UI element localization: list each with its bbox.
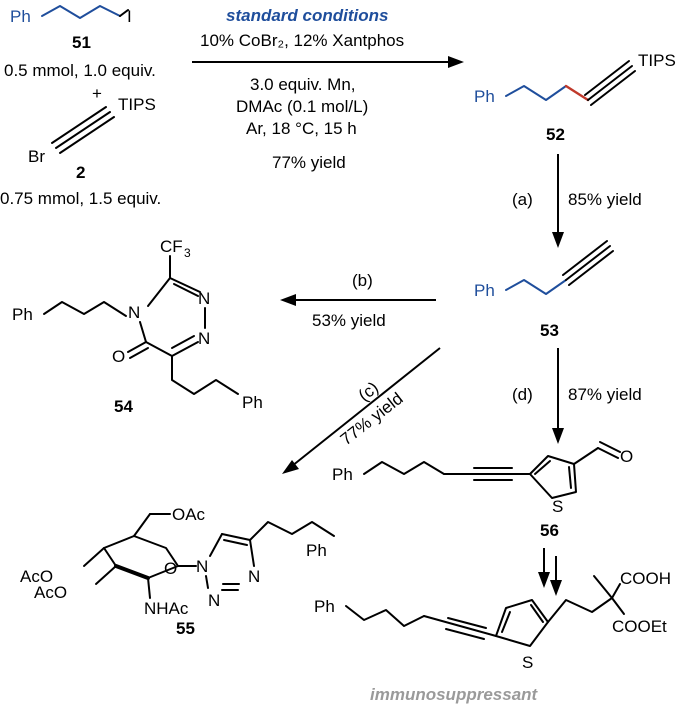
n4-label: N (128, 303, 140, 322)
triazole-n3-label: N (248, 567, 260, 586)
step-b-label: (b) (352, 271, 373, 290)
propyl-chain (43, 301, 127, 317)
svg-text:3: 3 (184, 246, 191, 260)
propyl-chain (41, 5, 121, 19)
step-a-label: (a) (512, 190, 533, 209)
new-csp3-csp-bond (564, 84, 590, 102)
compound-label-54: 54 (114, 397, 133, 416)
step-a-yield: 85% yield (568, 190, 642, 209)
tips-label: TIPS (118, 95, 156, 114)
phenyl-label: Ph (306, 541, 327, 560)
aco-label-1: AcO (20, 567, 53, 586)
n1-label: N (198, 329, 210, 348)
tips-label: TIPS (638, 51, 676, 70)
triazole-n2-label: N (208, 591, 220, 610)
oac-label: OAc (172, 505, 206, 524)
bromide-label: Br (28, 147, 45, 166)
product-55: O OAc AcO AcO NHAc N N N Ph 55 (20, 505, 335, 638)
propyl-chain (249, 521, 335, 541)
carbonyl-o-label: O (112, 347, 125, 366)
compound-label-55: 55 (176, 619, 195, 638)
immunosuppressant-caption: immunosuppressant (370, 685, 539, 704)
phenyl-label: Ph (12, 305, 33, 324)
compound-label-53: 53 (540, 321, 559, 340)
phenyl-label: Ph (314, 597, 335, 616)
reaction-1-yield: 77% yield (272, 153, 346, 172)
cooet-label: COOEt (612, 617, 667, 636)
reagent-51: Ph I 51 0.5 mmol, 1.0 equiv. (4, 5, 156, 80)
phenyl-label-2: Ph (242, 393, 263, 412)
propyl-chain (505, 85, 567, 101)
phenyl-label: Ph (474, 281, 495, 300)
phenyl-label: Ph (10, 7, 31, 26)
compound-label-2: 2 (76, 163, 85, 182)
product-52: Ph TIPS 52 (474, 51, 676, 144)
phenyl-label: Ph (332, 465, 353, 484)
plus-sign: + (92, 84, 102, 103)
triazole-n1-label: N (196, 557, 208, 576)
alkyne-bond-1 (55, 111, 111, 149)
thiophene-ring (529, 455, 577, 499)
conditions-line-1: 3.0 equiv. Mn, (250, 75, 356, 94)
compound-label-56: 56 (540, 521, 559, 540)
conditions-line-2: DMAc (0.1 mol/L) (236, 97, 368, 116)
propyl-chain (505, 279, 567, 295)
reaction-arrow-c (291, 347, 441, 467)
ethyl-linker (547, 597, 613, 623)
reagent-2-amount: 0.75 mmol, 1.5 equiv. (0, 189, 161, 208)
compound-label-51: 51 (72, 33, 91, 52)
final-product: Ph S COOH COOEt immunosuppressant (314, 569, 671, 704)
standard-conditions-title: standard conditions (226, 6, 388, 25)
alkyne-bond-2 (59, 116, 115, 154)
ring-o-label: O (164, 559, 177, 578)
butyl-chain (363, 461, 445, 475)
methyl (593, 575, 613, 599)
reagent-2: TIPS Br 2 0.75 mmol, 1.5 equiv. (0, 95, 161, 208)
sulfur-label: S (552, 497, 563, 516)
iodide-label: I (127, 7, 132, 26)
cooh-label: COOH (620, 569, 671, 588)
butyl-chain (345, 605, 425, 627)
aco-label-2: AcO (34, 583, 67, 602)
product-54: Ph N CF 3 N N O Ph 54 (12, 237, 263, 416)
sulfur-label: S (522, 653, 533, 672)
cf3-label: CF (160, 237, 183, 256)
propyl-chain-2 (171, 355, 239, 395)
nhac-label: NHAc (144, 599, 189, 618)
alkyne-bond-3 (51, 106, 107, 144)
reagent-51-amount: 0.5 mmol, 1.0 equiv. (4, 61, 156, 80)
step-d-label: (d) (512, 385, 533, 404)
phenyl-label: Ph (474, 87, 495, 106)
product-56: Ph S O 56 (332, 441, 633, 540)
n2-label: N (198, 289, 210, 308)
step-d-yield: 87% yield (568, 385, 642, 404)
thiophene-ring (495, 599, 549, 647)
product-53: Ph 53 (474, 240, 614, 340)
conditions-catalyst: 10% CoBr₂, 12% Xantphos (200, 31, 404, 50)
conditions-line-3: Ar, 18 °C, 15 h (246, 119, 357, 138)
compound-label-52: 52 (546, 125, 565, 144)
step-b-yield: 53% yield (312, 311, 386, 330)
aldehyde-o-label: O (620, 447, 633, 466)
